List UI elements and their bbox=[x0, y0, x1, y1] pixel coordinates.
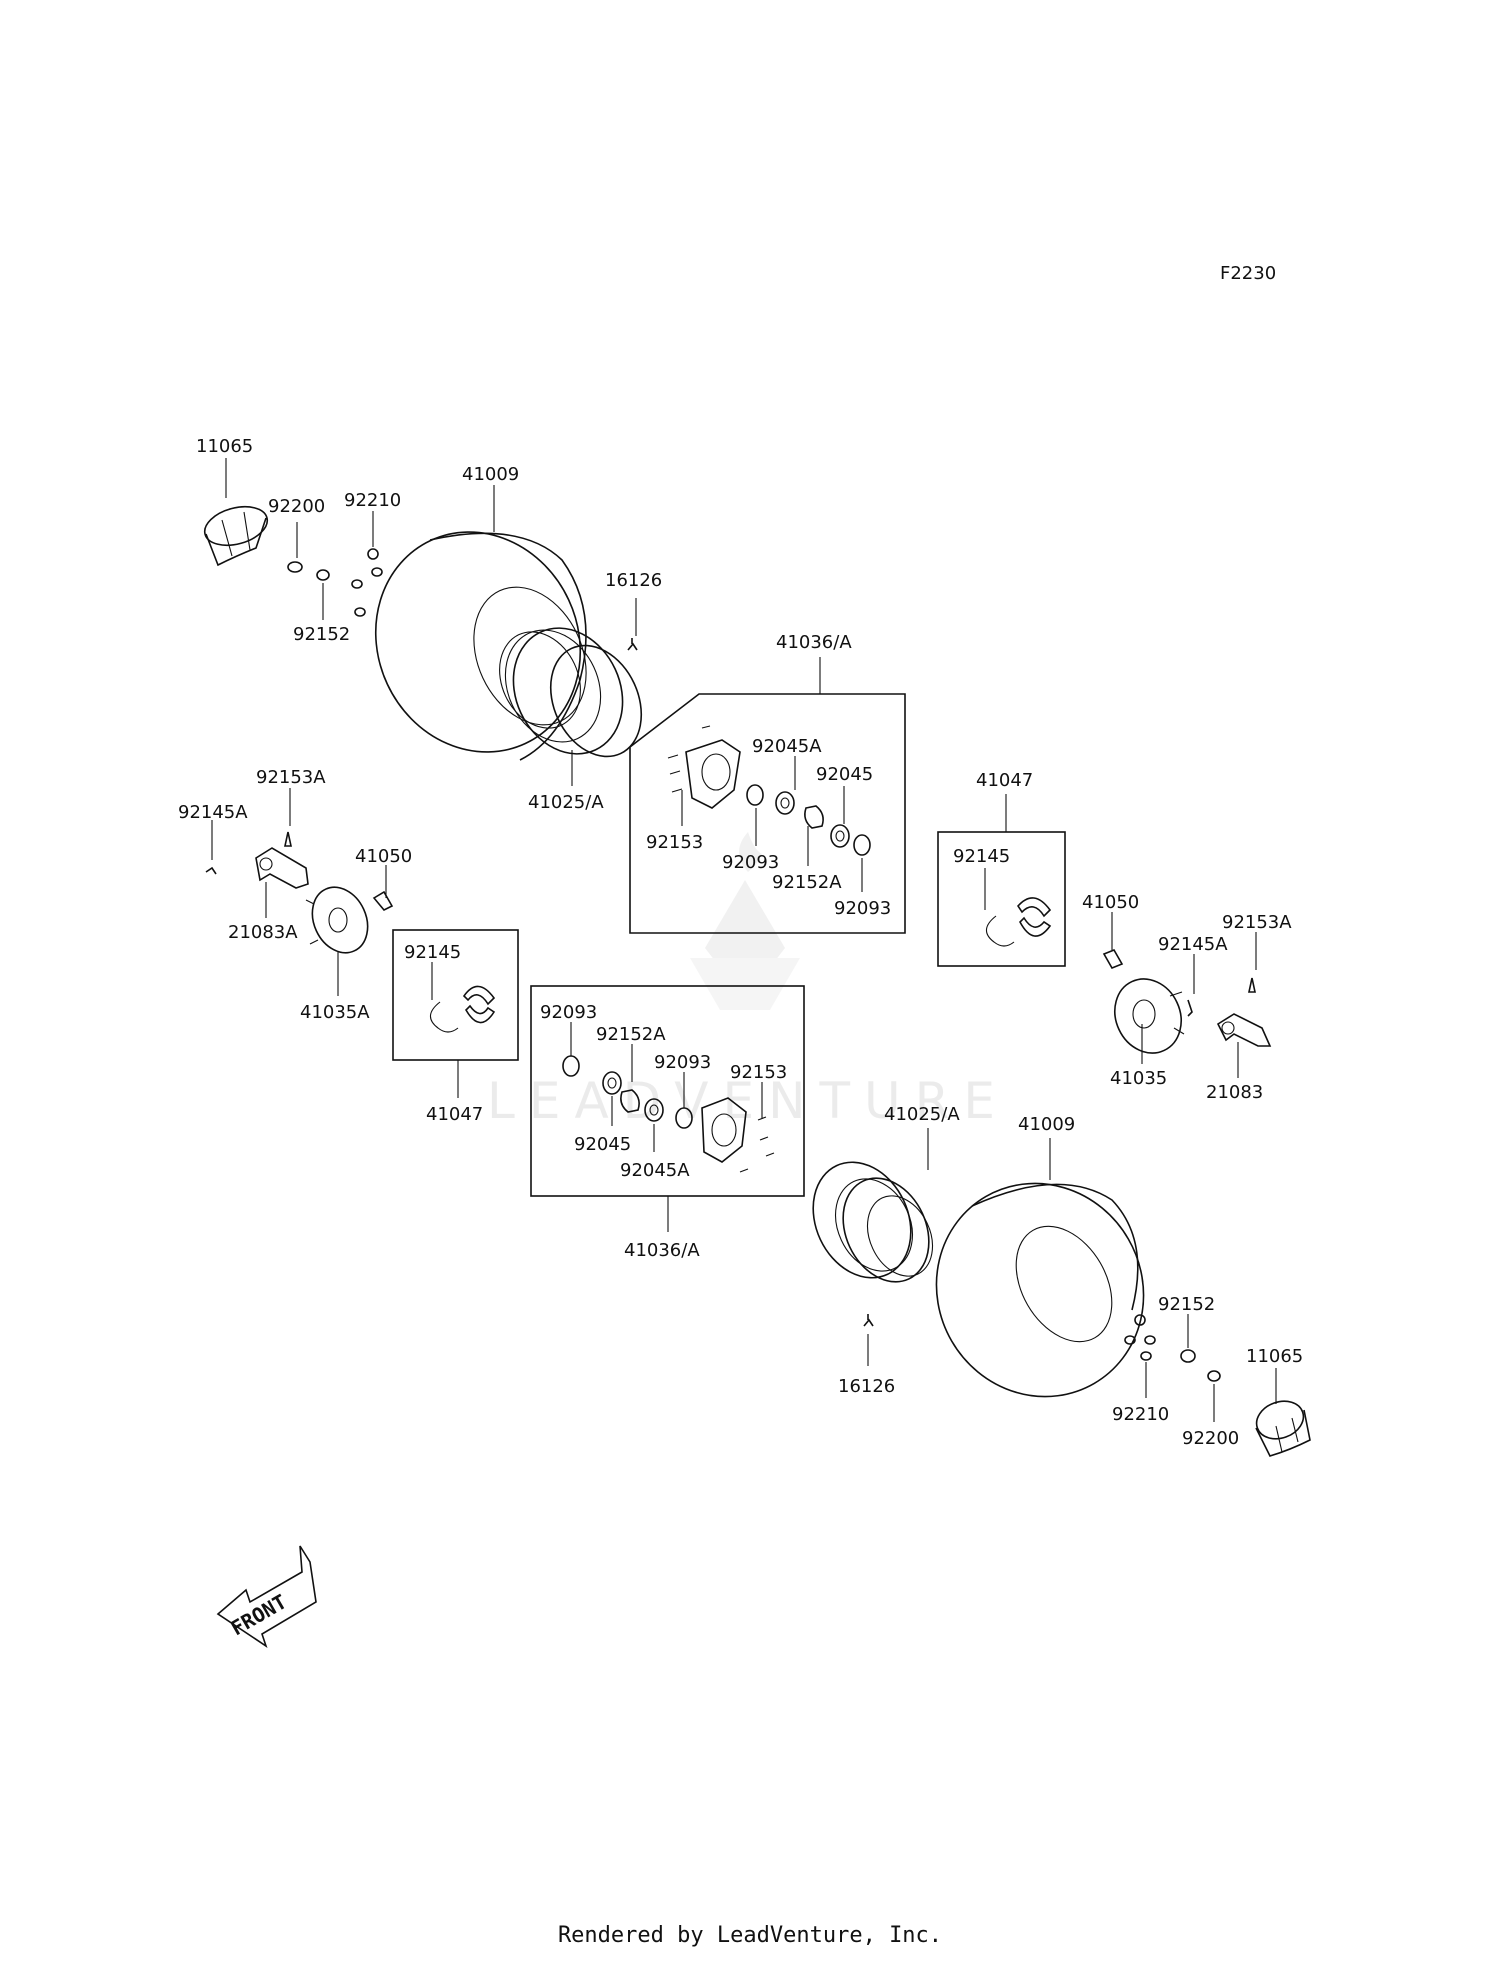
bearing-part bbox=[775, 791, 795, 815]
rim-part-upper bbox=[499, 627, 643, 758]
label-92045-bottom: 92045 bbox=[574, 1134, 631, 1155]
nut-part bbox=[1180, 1349, 1196, 1363]
bolt-part bbox=[284, 831, 292, 847]
brake-shoe-box-lower bbox=[392, 929, 519, 1061]
label-92093-top-2: 92093 bbox=[834, 898, 891, 919]
label-92153A-right: 92153A bbox=[1222, 912, 1292, 933]
label-92093-top-1: 92093 bbox=[722, 852, 779, 873]
hub-cap-part bbox=[1255, 1400, 1311, 1457]
brake-lever-part-right bbox=[1216, 1013, 1272, 1047]
label-41009-bottom: 41009 bbox=[1018, 1114, 1075, 1135]
label-92152-bottom: 92152 bbox=[1158, 1294, 1215, 1315]
hub-cap-part bbox=[203, 505, 269, 567]
label-92093-bottom-2: 92093 bbox=[654, 1052, 711, 1073]
label-92200-bottom: 92200 bbox=[1182, 1428, 1239, 1449]
watermark-text: LEADVENTURE bbox=[487, 1072, 1009, 1130]
label-92152-top: 92152 bbox=[293, 624, 350, 645]
seal-part bbox=[853, 834, 871, 856]
label-92045A-top: 92045A bbox=[752, 736, 822, 757]
footer-credit: Rendered by LeadVenture, Inc. bbox=[557, 1923, 943, 1948]
bearing-part bbox=[602, 1071, 622, 1095]
label-92152A-top: 92152A bbox=[772, 872, 842, 893]
label-92200-top: 92200 bbox=[268, 496, 325, 517]
brake-shoe-part-lower bbox=[429, 985, 496, 1033]
brake-panel-part-left bbox=[305, 886, 369, 954]
label-92045-top: 92045 bbox=[816, 764, 873, 785]
label-92145-right: 92145 bbox=[953, 846, 1010, 867]
hub-part-upper bbox=[667, 725, 741, 809]
label-41036-bottom: 41036/A bbox=[624, 1240, 700, 1261]
nut-part bbox=[316, 569, 330, 581]
rim-part-lower bbox=[812, 1161, 934, 1283]
valve-stem-part-upper bbox=[627, 638, 638, 651]
cam-part-left bbox=[372, 890, 394, 911]
spacer-part bbox=[620, 1089, 640, 1113]
brake-shoe-box-upper bbox=[937, 831, 1066, 967]
label-41036-top: 41036/A bbox=[776, 632, 852, 653]
label-92152A-bottom: 92152A bbox=[596, 1024, 666, 1045]
label-92045A-bottom: 92045A bbox=[620, 1160, 690, 1181]
washer-part bbox=[287, 561, 303, 573]
pin-part bbox=[1187, 999, 1193, 1017]
label-92145-left: 92145 bbox=[404, 942, 461, 963]
label-21083: 21083 bbox=[1206, 1082, 1263, 1103]
lug-nuts-part bbox=[351, 548, 383, 617]
bearing-part bbox=[644, 1098, 664, 1122]
label-92153-top: 92153 bbox=[646, 832, 703, 853]
diagram-code: F2230 bbox=[1220, 263, 1276, 284]
label-92093-bottom-1: 92093 bbox=[540, 1002, 597, 1023]
label-92210-bottom: 92210 bbox=[1112, 1404, 1169, 1425]
cam-part-right bbox=[1102, 948, 1124, 970]
label-41050-right: 41050 bbox=[1082, 892, 1139, 913]
label-92153A-left: 92153A bbox=[256, 767, 326, 788]
label-41047-top: 41047 bbox=[976, 770, 1033, 791]
label-41047-bottom: 41047 bbox=[426, 1104, 483, 1125]
label-41009-top: 41009 bbox=[462, 464, 519, 485]
label-92145A-left: 92145A bbox=[178, 802, 248, 823]
brake-shoe-part-upper bbox=[985, 897, 1052, 947]
seal-part bbox=[746, 784, 764, 806]
label-16126-bottom: 16126 bbox=[838, 1376, 895, 1397]
label-11065-bottom: 11065 bbox=[1246, 1346, 1303, 1367]
label-41025-top: 41025/A bbox=[528, 792, 604, 813]
lug-nuts-part bbox=[1124, 1314, 1156, 1361]
tire-part-lower bbox=[935, 1182, 1145, 1398]
label-41035: 41035 bbox=[1110, 1068, 1167, 1089]
label-41050-left: 41050 bbox=[355, 846, 412, 867]
label-41025-bottom: 41025/A bbox=[884, 1104, 960, 1125]
bolt-part bbox=[1248, 977, 1256, 993]
valve-stem-part-lower bbox=[863, 1314, 874, 1327]
label-16126-top: 16126 bbox=[605, 570, 662, 591]
brake-lever-part-left bbox=[255, 847, 309, 889]
hub-part-lower bbox=[701, 1097, 775, 1173]
label-92153-bottom: 92153 bbox=[730, 1062, 787, 1083]
label-41035A: 41035A bbox=[300, 1002, 370, 1023]
pin-part bbox=[205, 866, 217, 875]
bearing-part bbox=[830, 824, 850, 848]
brake-panel-part-right bbox=[1114, 978, 1185, 1054]
label-21083A: 21083A bbox=[228, 922, 298, 943]
spacer-part bbox=[804, 805, 824, 829]
leadventure-watermark: LEADVENTURE bbox=[487, 832, 1009, 1130]
label-11065-top: 11065 bbox=[196, 436, 253, 457]
label-92210-top: 92210 bbox=[344, 490, 401, 511]
label-92145A-right: 92145A bbox=[1158, 934, 1228, 955]
front-direction-arrow: FRONT bbox=[216, 1545, 317, 1648]
hub-box-upper bbox=[629, 693, 906, 934]
washer-part bbox=[1207, 1370, 1221, 1382]
